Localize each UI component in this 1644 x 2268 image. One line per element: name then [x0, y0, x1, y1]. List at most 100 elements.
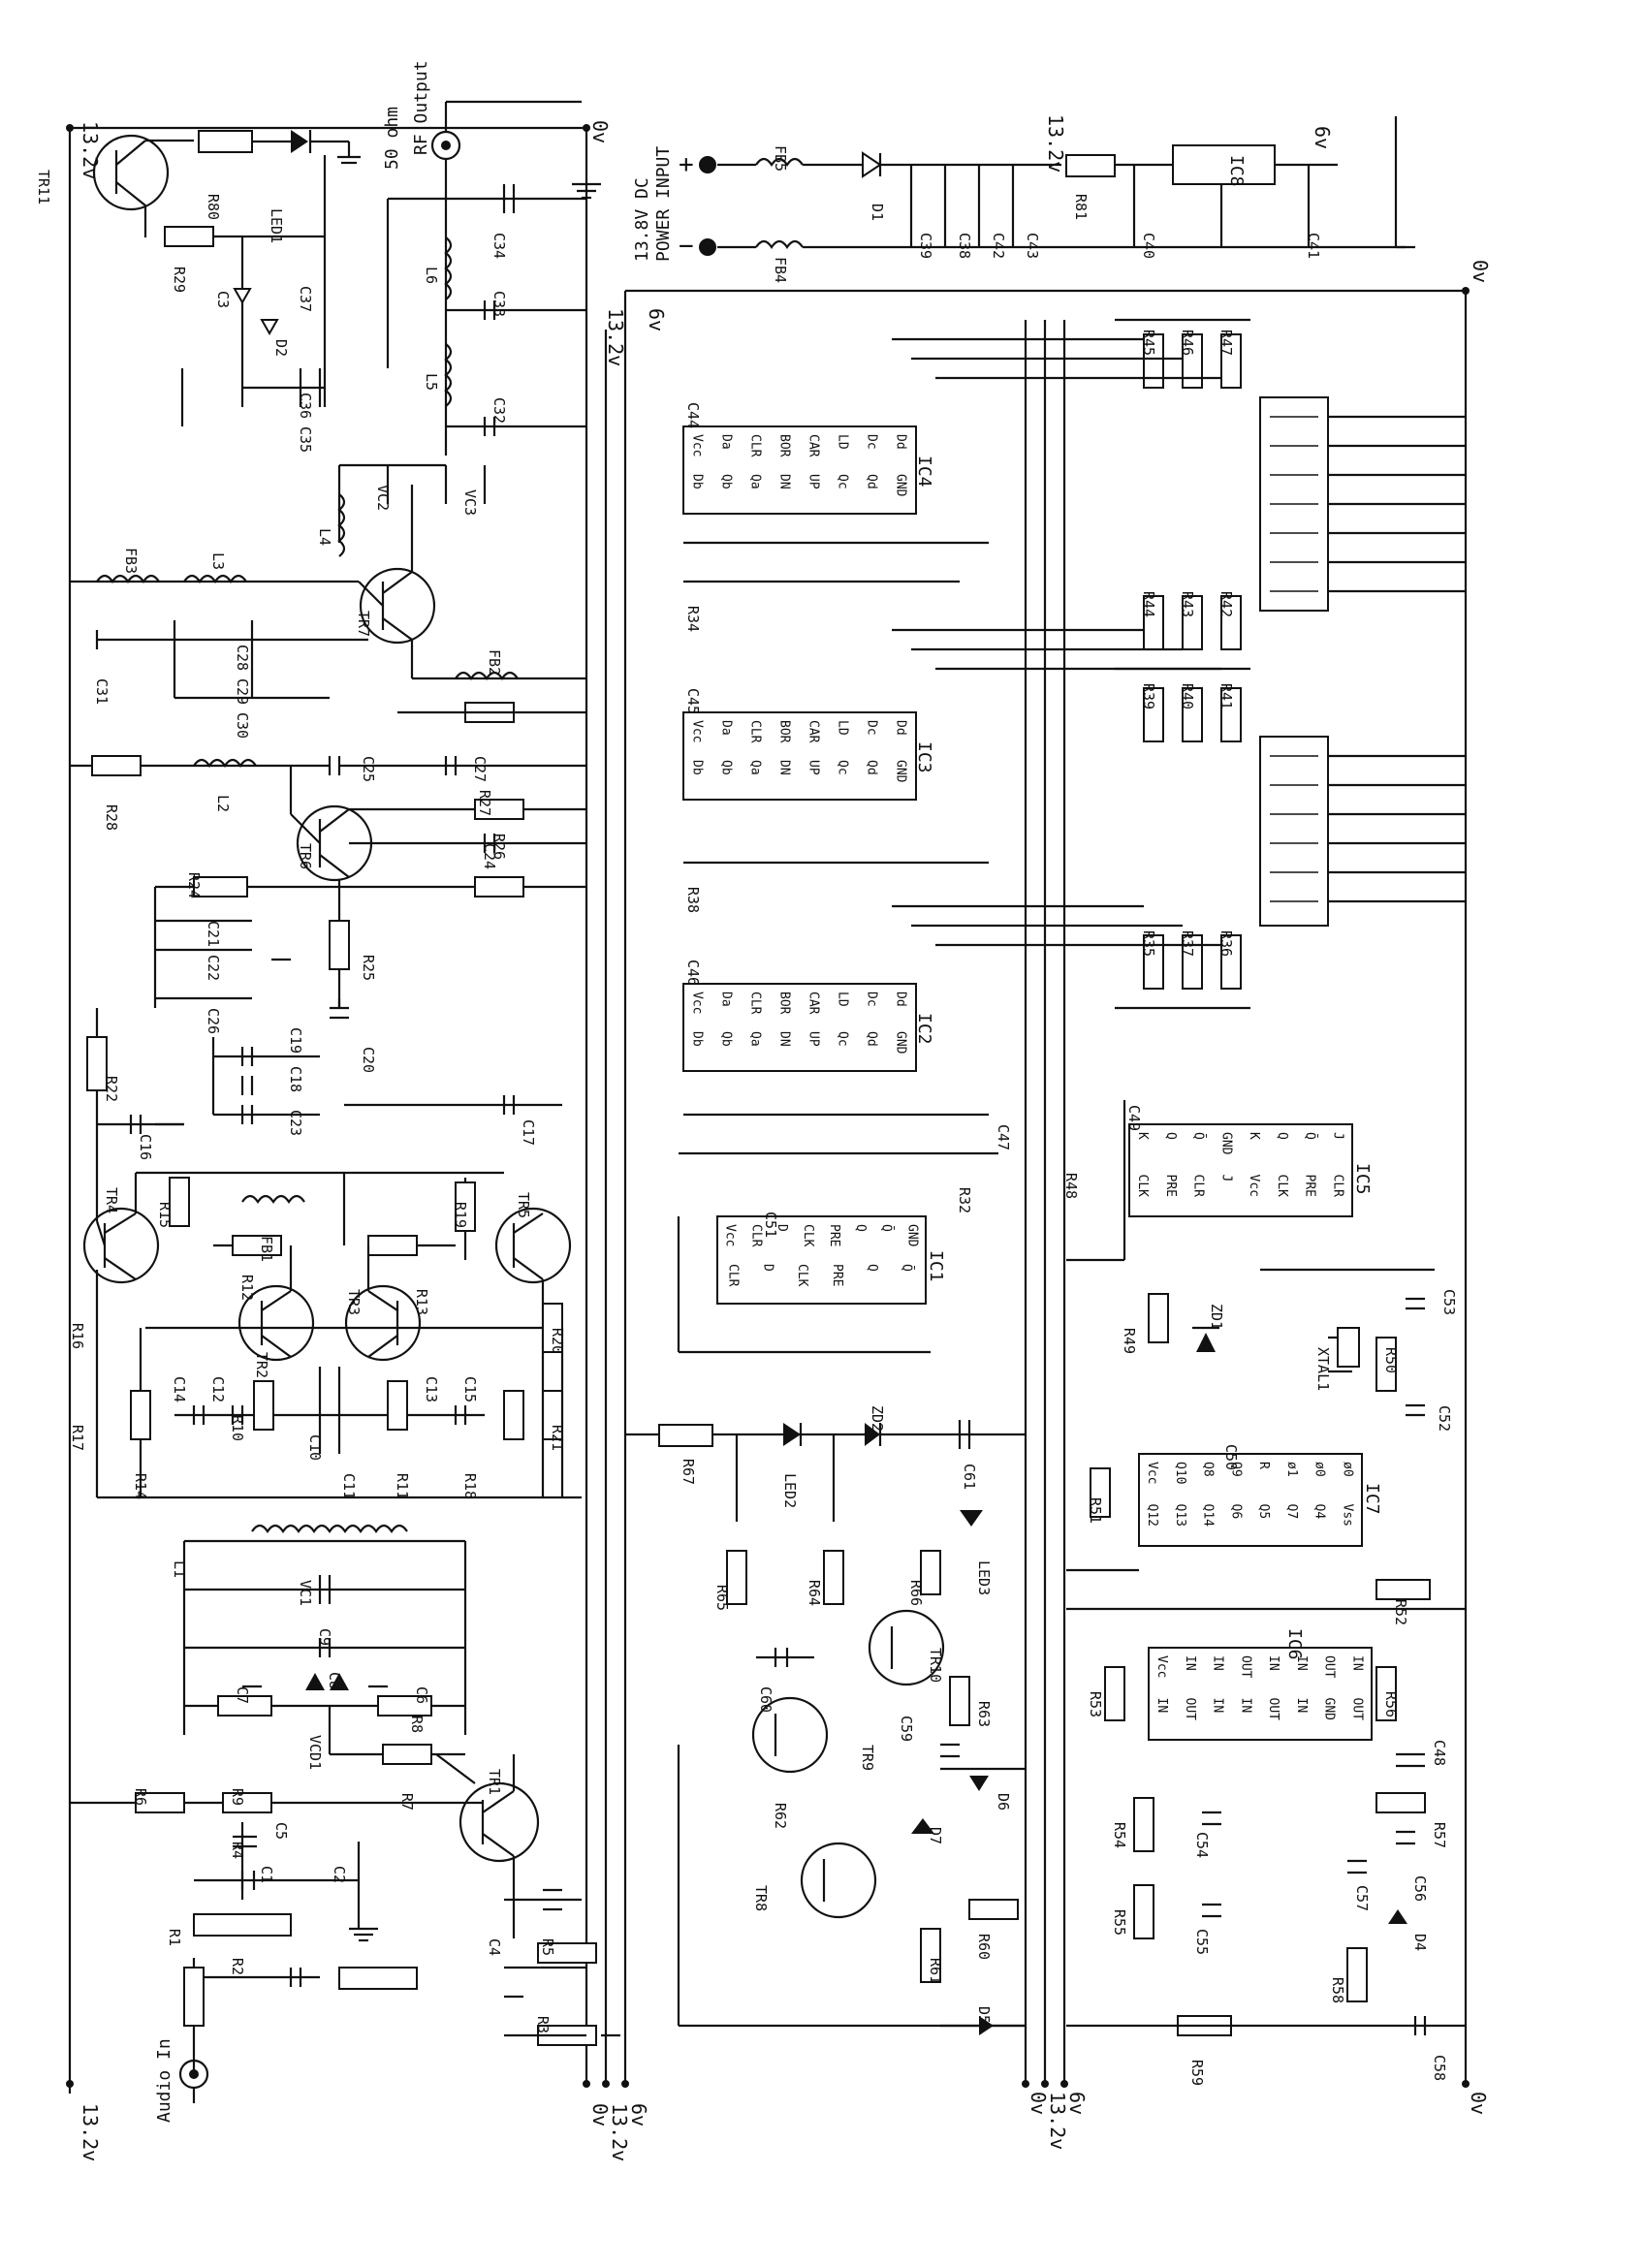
- designator-fb1: FB1: [258, 1236, 275, 1262]
- power-supply: [699, 116, 1415, 256]
- designator-c54: C54: [1193, 1832, 1211, 1858]
- pullup-resistors: [1115, 318, 1250, 1010]
- designator-zd2: ZD2: [869, 1405, 886, 1432]
- designator-tr4: TR4: [103, 1187, 120, 1213]
- rail-label-6v-mid: 6v: [645, 308, 668, 331]
- ic6-pin-label: IN: [1183, 1655, 1197, 1671]
- counter-bus: [677, 337, 1466, 1611]
- ic5-pin-label: CLK: [1135, 1175, 1150, 1198]
- designator-d1: D1: [869, 204, 886, 221]
- designator-c3: C3: [214, 291, 232, 308]
- designator-r49: R49: [1121, 1328, 1138, 1354]
- designator-r10: R10: [229, 1415, 246, 1441]
- ic4-pin-label: LD: [836, 434, 850, 450]
- ic6-pin-label: IN: [1211, 1698, 1225, 1714]
- ic5-pin-label: Q: [1275, 1132, 1289, 1140]
- ic7-pin-label: Q8: [1201, 1462, 1216, 1477]
- ic7-pin-label: Q10: [1173, 1462, 1187, 1484]
- designator-r81: R81: [1072, 194, 1090, 220]
- designator-r58: R58: [1329, 1977, 1346, 2003]
- ic2-pin-label: Qc: [836, 1031, 850, 1047]
- designator-r39: R39: [1140, 683, 1157, 709]
- ic6-label: IC6: [1284, 1628, 1305, 1660]
- designator-d6: D6: [995, 1793, 1012, 1811]
- designator-r34: R34: [684, 606, 702, 632]
- designator-c35: C35: [297, 426, 314, 453]
- designator-r41: R41: [1217, 683, 1235, 709]
- designator-r17: R17: [69, 1425, 86, 1451]
- designator-c30: C30: [234, 712, 251, 739]
- designator-led3: LED3: [975, 1560, 993, 1595]
- ic2-pin-label: UP: [806, 1031, 821, 1047]
- rail-label-6v-top: 6v: [1311, 126, 1334, 149]
- designator-tr2: TR2: [253, 1352, 270, 1378]
- rail-label-13v-bottom-left: 13.2v: [79, 2103, 102, 2161]
- ic7-pin-label: ø0: [1340, 1462, 1354, 1477]
- counter-ic3: IC3: [682, 711, 934, 801]
- designator-c20: C20: [360, 1047, 377, 1073]
- designator-r29: R29: [171, 267, 188, 293]
- ic5-pin-label: Q̄: [1303, 1132, 1317, 1140]
- clock-section: [1066, 1268, 1466, 2036]
- ic7-pin-label: ø1: [1284, 1462, 1299, 1477]
- designator-r63: R63: [975, 1701, 993, 1727]
- designator-c8: C8: [326, 1672, 343, 1689]
- designator-tr10: TR10: [927, 1648, 944, 1683]
- designator-r65: R65: [713, 1585, 731, 1611]
- rail-label-13v-c: 13.2v: [1046, 2092, 1069, 2150]
- designator-r8: R8: [408, 1716, 426, 1733]
- ic5-pin-label: PRE: [1163, 1175, 1178, 1197]
- ic7-pin-label: Q9: [1228, 1462, 1243, 1477]
- ic1-pin-label: CLR: [726, 1264, 741, 1287]
- designator-c23: C23: [287, 1110, 304, 1136]
- ic3-pin-label: Vcc: [690, 720, 705, 742]
- designator-c43: C43: [1024, 233, 1041, 259]
- ic7-label: IC7: [1362, 1483, 1382, 1515]
- designator-r55: R55: [1111, 1909, 1128, 1936]
- ic2-pin-label: Dc: [865, 992, 879, 1007]
- designator-c27: C27: [471, 756, 489, 782]
- designator-r52: R52: [1392, 1599, 1409, 1625]
- ic7-pin-label: R: [1256, 1462, 1271, 1469]
- designator-c59: C59: [898, 1716, 915, 1742]
- designator-r42: R42: [1217, 591, 1235, 617]
- designator-d7: D7: [927, 1827, 944, 1844]
- ic2-pin-label: Vcc: [690, 992, 705, 1014]
- designator-r47: R47: [1217, 330, 1235, 356]
- designator-c44: C44: [684, 402, 702, 428]
- ic4-pin-label: CAR: [806, 434, 821, 457]
- designator-r64: R64: [806, 1580, 823, 1606]
- ic3-pin-label: Qb: [719, 760, 734, 775]
- designator-r26: R26: [490, 834, 508, 860]
- designator-r46: R46: [1179, 330, 1196, 356]
- designator-tr6: TR6: [297, 843, 314, 869]
- designator-fb2: FB2: [486, 649, 503, 676]
- designator-fb3: FB3: [122, 548, 140, 574]
- ic3-pin-label: Da: [719, 720, 734, 736]
- designator-fb5: FB5: [772, 145, 789, 172]
- designator-r56: R56: [1382, 1691, 1400, 1717]
- ic1-pin-label: CLK: [795, 1264, 809, 1287]
- ic7-pin-label: Q12: [1145, 1504, 1159, 1527]
- connector-labels: Audio In RF Output 50 ohm POWER INPUT 13…: [154, 60, 694, 2123]
- designator-c53: C53: [1440, 1289, 1458, 1315]
- ic5-pin-label: K: [1135, 1132, 1150, 1140]
- designator-r38: R38: [684, 887, 702, 913]
- designator-r16: R16: [69, 1323, 86, 1349]
- designator-c31: C31: [93, 678, 111, 705]
- designator-fb4: FB4: [772, 257, 789, 283]
- designator-c40: C40: [1140, 233, 1157, 259]
- ic6-pin-label: OUT: [1238, 1655, 1252, 1679]
- ic1-pin-label: CLR: [748, 1224, 763, 1247]
- ic5-pin-label: Vcc: [1247, 1175, 1261, 1197]
- ic2-pin-label: GND: [894, 1031, 908, 1055]
- designator-c17: C17: [520, 1119, 537, 1146]
- modulator-stage: [82, 1008, 582, 1499]
- rail-label-13v-b: 13.2v: [608, 2103, 631, 2161]
- audio-in-label: Audio In: [154, 2038, 174, 2123]
- ic6-pin-label: GND: [1322, 1698, 1337, 1721]
- designator-c46: C46: [684, 960, 702, 986]
- ic7-pin-label: Vcc: [1145, 1462, 1159, 1484]
- designator-r59: R59: [1188, 2060, 1206, 2086]
